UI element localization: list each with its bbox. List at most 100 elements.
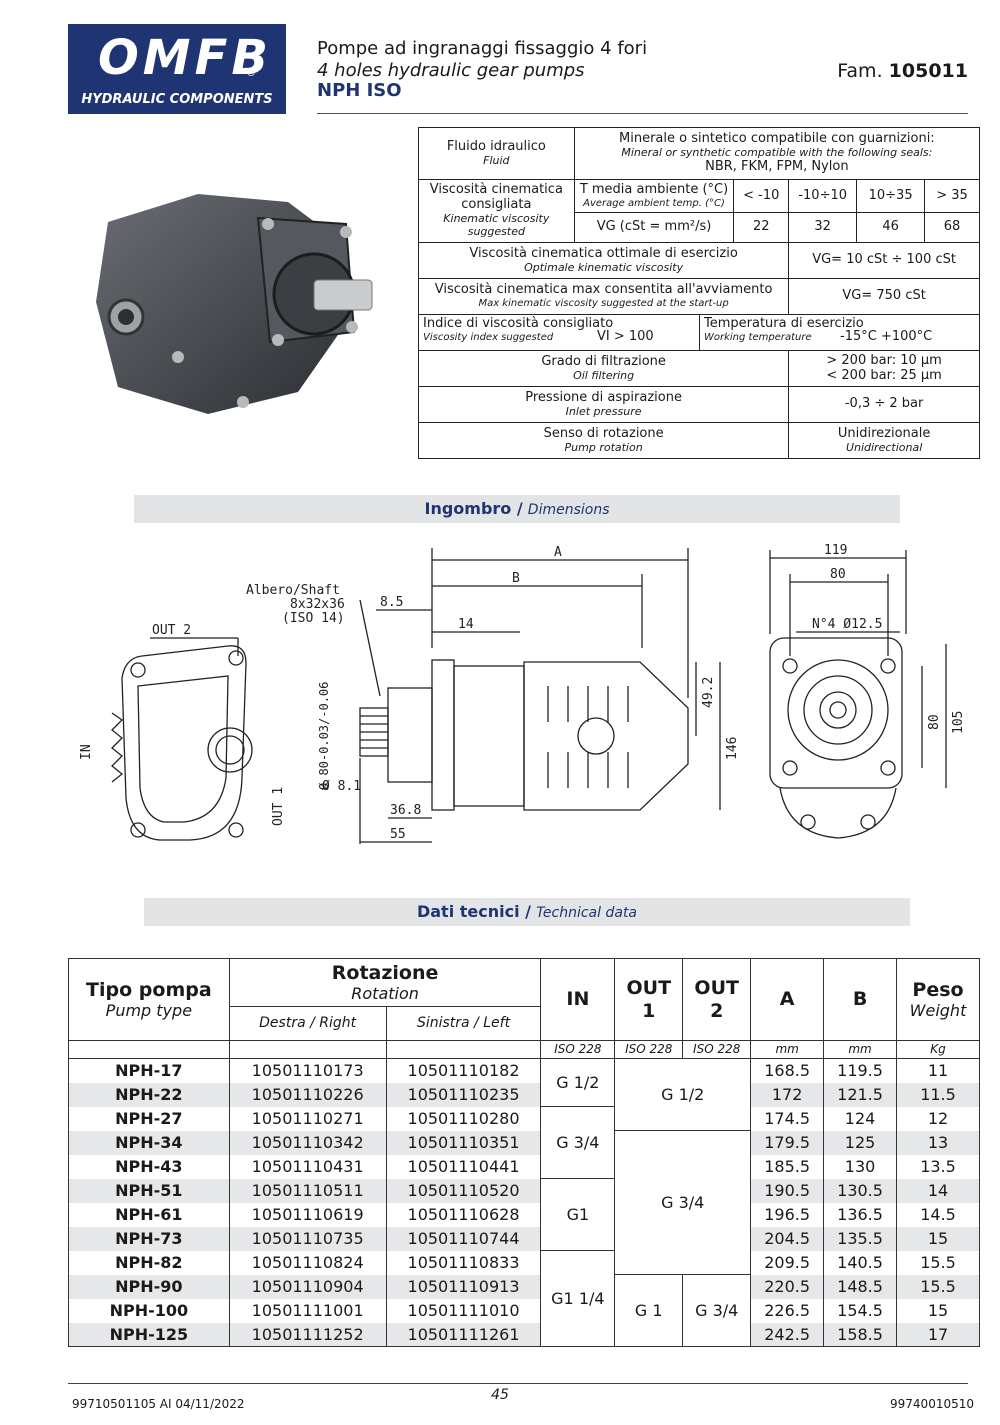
- in-group: G1 1/4: [540, 1250, 616, 1347]
- unit-iso-out2: ISO 228: [682, 1040, 752, 1059]
- in-group: G 1/2: [540, 1058, 616, 1107]
- unit-mm-b: mm: [823, 1040, 898, 1059]
- in-group: G1: [540, 1178, 616, 1251]
- title-italian: Pompe ad ingranaggi fissaggio 4 fori: [317, 38, 648, 59]
- spec-max-value: VG= 750 cSt: [788, 278, 980, 315]
- spec-wt-value: -15°C +100°C: [840, 329, 933, 344]
- fam-value: 105011: [888, 60, 968, 82]
- spec-filt-value: > 200 bar: 10 µm< 200 bar: 25 µm: [788, 350, 980, 387]
- spec-temp-range: -10÷10: [788, 179, 858, 213]
- header-divider: [317, 113, 968, 114]
- unit-empty: [228, 1040, 387, 1059]
- col-out2: OUT 2: [682, 958, 752, 1041]
- dimensions-header: Ingombro / Dimensions: [134, 495, 900, 523]
- omfb-logo: OMFB ® HYDRAULIC COMPONENTS: [68, 24, 286, 114]
- registered-icon: ®: [246, 68, 256, 79]
- spec-temp-range: < -10: [733, 179, 790, 213]
- dim-holes: N°4 Ø12.5: [812, 617, 882, 632]
- dim-55: 55: [390, 827, 406, 842]
- dim-119: 119: [824, 543, 847, 558]
- col-b: B: [823, 958, 898, 1041]
- logo-subtitle: HYDRAULIC COMPONENTS: [81, 92, 273, 107]
- fam-label: Fam.: [837, 60, 883, 82]
- col-right: Destra / Right: [228, 1006, 387, 1041]
- unit-empty: [385, 1040, 542, 1059]
- family-code: Fam. 105011: [837, 60, 968, 82]
- spec-vg-value: 32: [788, 212, 858, 243]
- front-view: 119 80 N°4 Ø12.5 80 105: [769, 543, 966, 839]
- spec-vi-label: Indice di viscosità consigliato: [423, 316, 614, 331]
- pump-photo: [96, 194, 373, 414]
- spec-wt-label-en: Working temperature: [704, 331, 812, 343]
- spec-fluid-value: Minerale o sintetico compatibile con gua…: [573, 127, 981, 180]
- spec-vi-temp-row: Indice di viscosità consigliato Viscosit…: [418, 314, 980, 351]
- model-name: NPH ISO: [317, 80, 402, 101]
- out2-group: G 3/4: [682, 1274, 752, 1347]
- dim-80-tol: Ø 80-0.03/-0.06: [317, 682, 331, 790]
- dim-14: 14: [458, 617, 474, 632]
- logo-text: OMFB: [98, 30, 272, 86]
- spec-opt-value: VG= 10 cSt ÷ 100 cSt: [788, 242, 980, 279]
- side-view: A B 8.5 14 Albero/Shaft 8x32x36 (ISO 14)…: [246, 545, 740, 844]
- unit-kg: Kg: [896, 1040, 980, 1059]
- technical-drawing: OUT 2 IN OUT 1 A B 8.5 14 Albero/Shaft 8…: [79, 543, 966, 844]
- footer-code: 99740010510: [890, 1397, 974, 1411]
- spec-temp-label: T media ambiente (°C)Average ambient tem…: [573, 179, 735, 213]
- in-group: G 3/4: [540, 1106, 616, 1179]
- page-number: 45: [491, 1387, 509, 1403]
- spec-vi-value: VI > 100: [597, 329, 654, 344]
- shaft-iso: (ISO 14): [282, 611, 345, 626]
- spec-max-label: Viscosità cinematica max consentita all'…: [417, 278, 790, 315]
- shaft-label: Albero/Shaft: [246, 583, 340, 598]
- dim-a: A: [554, 545, 562, 560]
- spec-vg-value: 22: [733, 212, 790, 243]
- dim-8-1: Ø 8.1: [322, 779, 361, 794]
- label-out1: OUT 1: [271, 787, 286, 826]
- shaft-spec: 8x32x36: [290, 597, 345, 612]
- unit-empty: [68, 1040, 230, 1059]
- dim-105: 105: [951, 711, 966, 734]
- unit-iso-in: ISO 228: [540, 1040, 616, 1059]
- dim-80: 80: [830, 567, 846, 582]
- spec-vg-value: 68: [924, 212, 980, 243]
- unit-iso-out1: ISO 228: [614, 1040, 684, 1059]
- col-in: IN: [540, 958, 616, 1041]
- out1-group: G 1: [614, 1274, 684, 1347]
- footer-doc-code: 99710501105 AI 04/11/2022: [72, 1397, 245, 1411]
- out-group: G 3/4: [614, 1130, 752, 1275]
- spec-wt-label: Temperatura di esercizio: [704, 316, 864, 331]
- dim-49-2: 49.2: [701, 677, 716, 708]
- spec-temp-range: 10÷35: [856, 179, 926, 213]
- dim-36-8: 36.8: [390, 803, 421, 818]
- dim-146: 146: [725, 737, 740, 760]
- spec-temp-range: > 35: [924, 179, 980, 213]
- col-out1: OUT 1: [614, 958, 684, 1041]
- spec-opt-label: Viscosità cinematica ottimale di eserciz…: [417, 242, 790, 279]
- spec-vg-value: 46: [856, 212, 926, 243]
- dim-80-vertical: 80: [927, 714, 942, 730]
- spec-press-value: -0,3 ÷ 2 bar: [788, 386, 980, 423]
- dim-8-5: 8.5: [380, 595, 403, 610]
- footer-divider: [68, 1383, 968, 1384]
- out-group: G 1/2: [614, 1058, 752, 1131]
- label-in: IN: [79, 744, 94, 760]
